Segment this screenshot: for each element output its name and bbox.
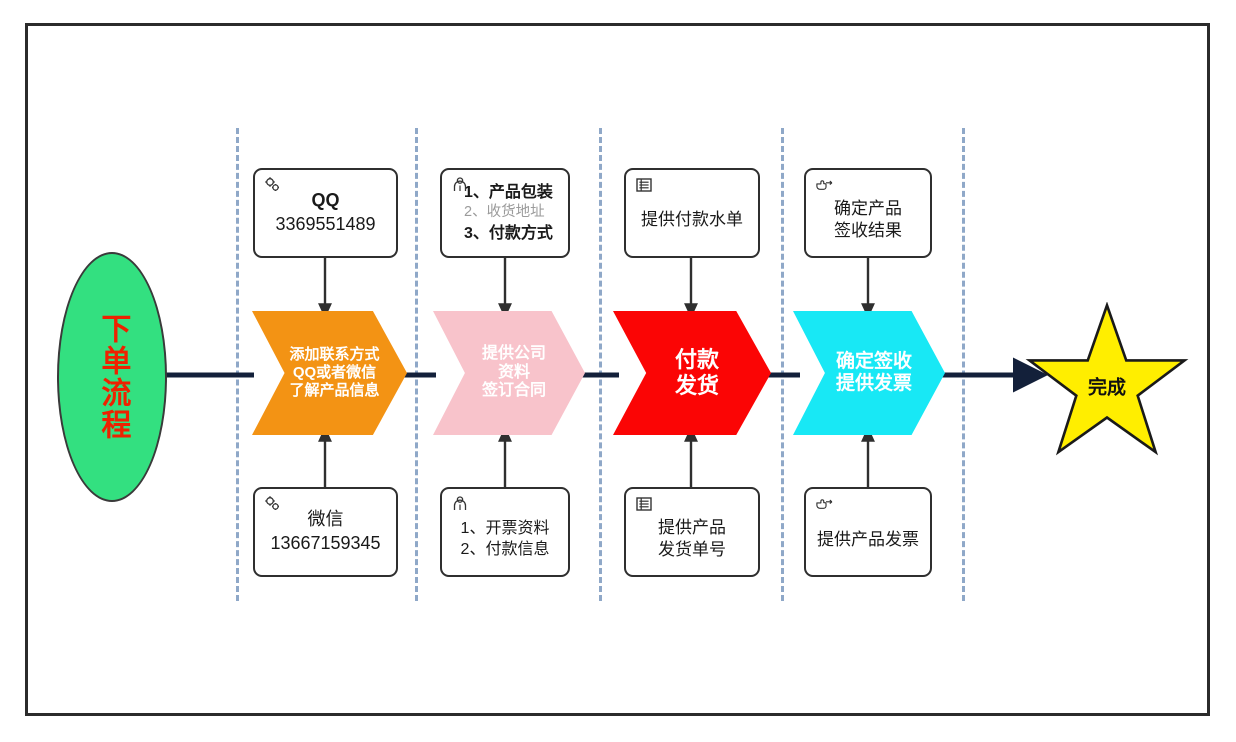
note-stage-4-top[interactable]: 确定产品 签收结果 (804, 168, 932, 258)
note-line: 13667159345 (270, 533, 381, 553)
note-line: 微信 (307, 509, 344, 530)
note-line: 提供产品发票 (817, 529, 919, 549)
diagram-frame (25, 23, 1210, 716)
note-line: 确定产品 (834, 198, 902, 218)
chev-line: 发货 (674, 373, 719, 398)
pointing-hand-icon (814, 494, 834, 514)
end-node[interactable]: 完成 (1022, 302, 1192, 457)
note-stage-1-top[interactable]: QQ 3369551489 (253, 168, 398, 258)
chev-line: QQ或者微信 (292, 364, 377, 382)
note-line: 3369551489 (275, 214, 376, 234)
note-line: 1、开票资料 (460, 519, 550, 537)
note-line: 2、付款信息 (460, 541, 550, 558)
note-line: 3、付款方式 (464, 224, 553, 242)
chev-line: 资料 (497, 363, 530, 381)
note-stage-2-top[interactable]: 1、产品包装 2、收货地址 3、付款方式 (440, 168, 570, 258)
process-stage-1-label: 添加联系方式 QQ或者微信 了解产品信息 (279, 346, 379, 399)
note-stage-4-bottom[interactable]: 提供产品发票 (804, 487, 932, 577)
note-line: 发货单号 (658, 540, 726, 559)
chev-line: 确定签收 (835, 350, 912, 372)
lane-divider-1 (236, 128, 239, 601)
note-line: 2、收货地址 (464, 204, 545, 221)
note-stage-3-top[interactable]: 提供付款水单 (624, 168, 760, 258)
lane-divider-2 (415, 128, 418, 601)
note-stage-3-bottom[interactable]: 提供产品 发货单号 (624, 487, 760, 577)
note-stage-1-bottom-lines: 微信 13667159345 (255, 508, 396, 556)
note-line: 签收结果 (834, 221, 902, 240)
chev-line: 付款 (674, 347, 719, 373)
chev-line: 提供发票 (835, 373, 912, 394)
list-icon (634, 175, 654, 195)
note-stage-4-bottom-lines: 提供产品发票 (806, 513, 930, 551)
lane-divider-4 (781, 128, 784, 601)
process-stage-3-label: 付款 发货 (665, 347, 719, 399)
note-stage-1-top-lines: QQ 3369551489 (255, 189, 396, 237)
note-stage-3-bottom-lines: 提供产品 发货单号 (626, 503, 758, 562)
chev-line: 了解产品信息 (289, 381, 380, 399)
chev-line: 提供公司 (481, 344, 546, 362)
start-node[interactable]: 下单流程 (57, 252, 167, 502)
note-stage-2-top-lines: 1、产品包装 2、收货地址 3、付款方式 (442, 182, 568, 243)
note-stage-2-bottom[interactable]: 1、开票资料 2、付款信息 (440, 487, 570, 577)
chev-line: 添加联系方式 (289, 346, 380, 364)
note-stage-1-bottom[interactable]: 微信 13667159345 (253, 487, 398, 577)
note-stage-4-top-lines: 确定产品 签收结果 (806, 184, 930, 243)
process-stage-4-label: 确定签收 提供发票 (826, 351, 912, 396)
note-line: 提供产品 (658, 517, 726, 537)
process-stage-2-label: 提供公司 资料 签订合同 (472, 345, 546, 402)
note-line: 1、产品包装 (464, 184, 553, 202)
chev-line: 签订合同 (481, 382, 546, 400)
star-shape (1025, 302, 1189, 456)
start-node-label: 下单流程 (96, 313, 130, 441)
note-stage-2-bottom-lines: 1、开票资料 2、付款信息 (442, 504, 568, 560)
note-line: 提供付款水单 (641, 209, 743, 229)
note-stage-3-top-lines: 提供付款水单 (626, 195, 758, 231)
lane-divider-3 (599, 128, 602, 601)
end-node-label: 完成 (1087, 377, 1126, 399)
lane-divider-5 (962, 128, 965, 601)
note-line: QQ (311, 190, 340, 211)
